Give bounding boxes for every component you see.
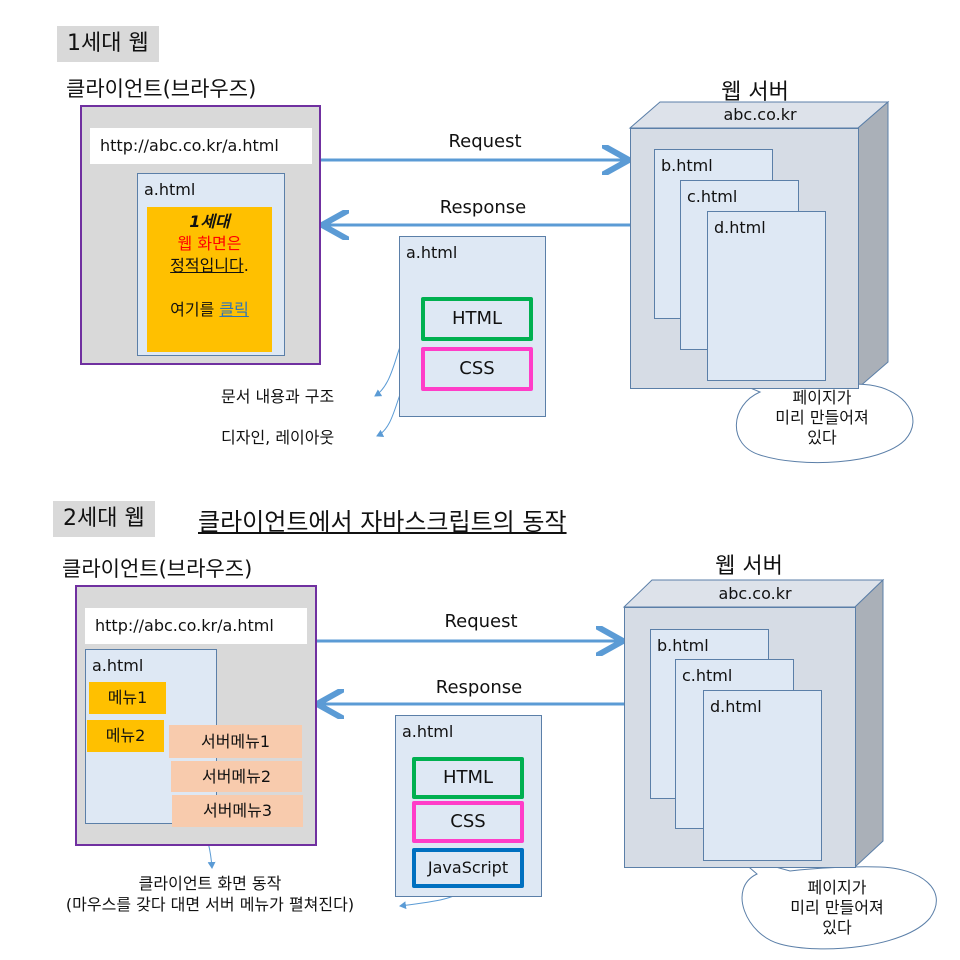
- response-doc-label: a.html: [406, 243, 458, 262]
- server-page-d: d.html: [707, 211, 826, 381]
- css-note: 디자인, 레이아웃: [221, 428, 335, 447]
- gen2-page-label: a.html: [92, 656, 144, 675]
- click-prompt: 여기를: [170, 300, 220, 319]
- gen2-request-label: Request: [444, 611, 518, 632]
- gen2-bubble-text: 페이지가 미리 만들어져 있다: [757, 878, 917, 938]
- gen2-subtitle: 클라이언트에서 자바스크립트의 동작: [198, 508, 567, 536]
- gen2-client-title: 클라이언트(브라우즈): [62, 557, 253, 581]
- gen2-response-label: Response: [435, 677, 523, 698]
- response-doc-label: a.html: [402, 722, 454, 741]
- gen1-page-label: a.html: [144, 180, 196, 199]
- css-part: CSS: [421, 347, 533, 391]
- javascript-part: JavaScript: [412, 848, 524, 888]
- static-text: 정적입니다: [170, 256, 244, 275]
- gen1-server-title: 웹 서버: [721, 80, 789, 105]
- html-part: HTML: [421, 297, 533, 341]
- gen1-label: 1세대 웹: [57, 26, 159, 62]
- html-note: 문서 내용과 구조: [221, 387, 335, 406]
- gen1-static-content: 1세대 웹 화면은 정적입니다. 여기를 클릭: [147, 207, 272, 352]
- note-line: (마우스를 갖다 대면 서버 메뉴가 펼쳐진다): [65, 895, 355, 914]
- server-page-d: d.html: [703, 690, 822, 861]
- gen1-response-document: a.html HTML CSS: [399, 236, 546, 417]
- server-menu-2[interactable]: 서버메뉴2: [171, 761, 302, 792]
- bubble-line: 있다: [822, 918, 852, 937]
- server-menu-1[interactable]: 서버메뉴1: [169, 725, 302, 758]
- bubble-line: 있다: [807, 428, 837, 447]
- menu-1[interactable]: 메뉴1: [89, 682, 166, 714]
- bubble-line: 페이지가: [807, 878, 867, 897]
- gen1-page-document: a.html 1세대 웹 화면은 정적입니다. 여기를 클릭: [137, 173, 285, 356]
- gen1-request-label: Request: [448, 131, 522, 152]
- click-link[interactable]: 클릭: [219, 300, 249, 319]
- gen1-response-label: Response: [439, 197, 527, 218]
- gen2-url-bar[interactable]: http://abc.co.kr/a.html: [85, 608, 307, 644]
- server-side-face: [857, 100, 889, 390]
- gen1-url-bar[interactable]: http://abc.co.kr/a.html: [90, 128, 312, 164]
- gen1-browser-window: http://abc.co.kr/a.html a.html 1세대 웹 화면은…: [80, 105, 321, 365]
- gen2-response-document: a.html HTML CSS JavaScript: [395, 715, 542, 897]
- gen1-content-heading: 1세대: [189, 212, 230, 231]
- gen1-content-line1: 웹 화면은: [177, 234, 242, 253]
- period: .: [243, 256, 249, 275]
- gen2-server-host: abc.co.kr: [718, 584, 792, 603]
- gen1-content-line2: 정적입니다.: [147, 255, 272, 277]
- bubble-line: 페이지가: [792, 388, 852, 407]
- server-menu-3[interactable]: 서버메뉴3: [172, 795, 303, 827]
- gen1-server-host: abc.co.kr: [723, 105, 797, 124]
- gen2-browser-window: http://abc.co.kr/a.html a.html 메뉴1 메뉴2 서…: [75, 585, 317, 846]
- bubble-line: 미리 만들어져: [790, 898, 884, 917]
- bubble-line: 미리 만들어져: [775, 408, 869, 427]
- css-part: CSS: [412, 801, 524, 843]
- menu-2[interactable]: 메뉴2: [87, 720, 164, 752]
- gen2-client-note: 클라이언트 화면 동작 (마우스를 갖다 대면 서버 메뉴가 펼쳐진다): [30, 873, 390, 915]
- gen1-client-title: 클라이언트(브라우즈): [66, 77, 257, 101]
- server-side-face: [854, 578, 884, 869]
- gen1-bubble-text: 페이지가 미리 만들어져 있다: [742, 388, 902, 448]
- html-part: HTML: [412, 757, 524, 799]
- gen1-content-line3: 여기를 클릭: [147, 299, 272, 321]
- gen2-server-title: 웹 서버: [715, 554, 783, 579]
- gen2-label: 2세대 웹: [53, 501, 155, 537]
- note-line: 클라이언트 화면 동작: [138, 874, 282, 893]
